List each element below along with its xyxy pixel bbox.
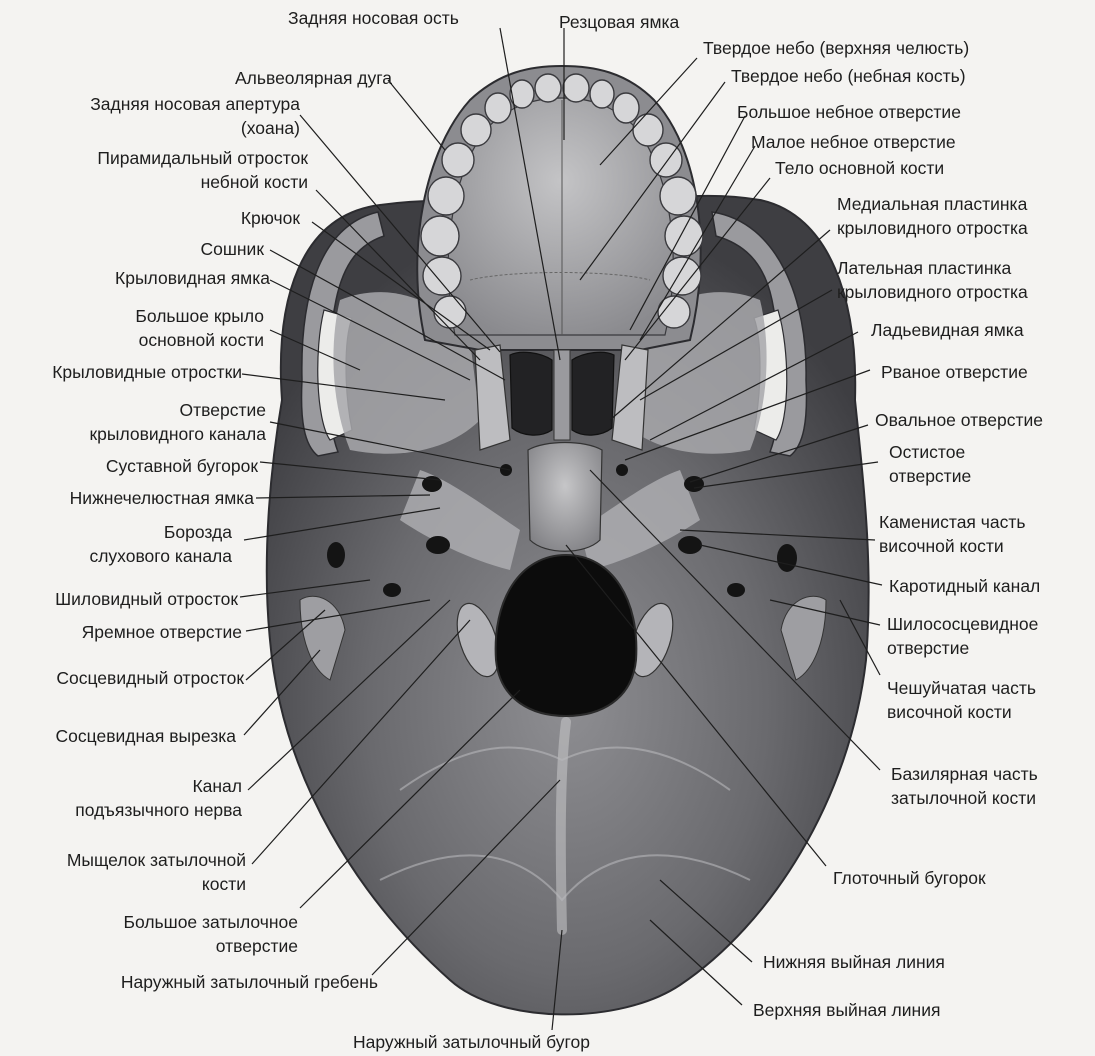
label-external-occipital-crest: Наружный затылочный гребень: [121, 970, 378, 994]
label-vomer: Сошник: [200, 237, 264, 261]
label-pterygoid-fossa: Крыловидная ямка: [115, 266, 270, 290]
vomer: [554, 350, 570, 440]
label-mandibular-fossa: Нижнечелюстная ямка: [70, 486, 254, 510]
label-sphenoid-body: Тело основной кости: [775, 156, 944, 180]
label-alveolar-arch: Альвеолярная дуга: [235, 66, 392, 90]
label-pterygoid-processes: Крыловидные отростки: [52, 360, 242, 384]
label-articular-tubercle: Суставной бугорок: [106, 454, 258, 478]
label-pharyngeal-tubercle: Глоточный бугорок: [833, 866, 986, 890]
foramen-magnum: [496, 555, 637, 716]
label-hamulus: Крючок: [241, 206, 300, 230]
basilar-part: [528, 443, 602, 552]
label-lesser-palatine-foramen: Малое небное отверстие: [751, 130, 956, 154]
label-styloid-process: Шиловидный отросток: [55, 587, 238, 611]
label-carotid-canal: Каротидный канал: [889, 574, 1040, 598]
label-foramen-ovale: Овальное отверстие: [875, 408, 1043, 432]
label-posterior-nasal-spine: Задняя носовая ость: [288, 6, 459, 30]
choana-right: [572, 352, 614, 435]
label-inferior-nuchal-line: Нижняя выйная линия: [763, 950, 945, 974]
label-posterior-nasal-aperture: Задняя носовая апертура(хоана): [90, 92, 300, 140]
choana-left: [510, 352, 552, 435]
label-mastoid-notch: Сосцевидная вырезка: [56, 724, 236, 748]
label-foramen-lacerum: Рваное отверстие: [881, 360, 1028, 384]
label-greater-palatine-foramen: Большое небное отверстие: [737, 100, 961, 124]
label-hard-palate-palatine: Твердое небо (небная кость): [731, 64, 966, 88]
label-hard-palate-maxilla: Твердое небо (верхняя челюсть): [703, 36, 969, 60]
label-superior-nuchal-line: Верхняя выйная линия: [753, 998, 940, 1022]
label-scaphoid-fossa: Ладьевидная ямка: [871, 318, 1024, 342]
label-incisive-fossa: Резцовая ямка: [559, 10, 679, 34]
label-external-occipital-protuberance: Наружный затылочный бугор: [353, 1030, 590, 1054]
label-mastoid-process: Сосцевидный отросток: [56, 666, 244, 690]
label-jugular-foramen: Яремное отверстие: [82, 620, 242, 644]
